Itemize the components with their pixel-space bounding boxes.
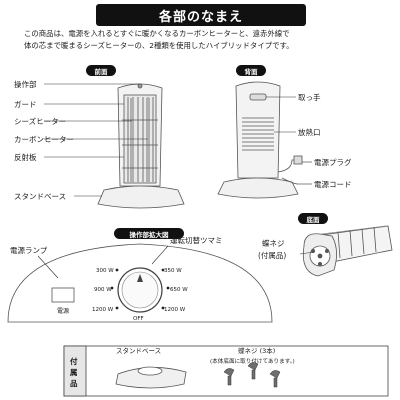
accessories-header-char-2: 属: [70, 368, 78, 377]
setting-right-1: 350 W: [164, 268, 182, 274]
accessory-screw-illustrations: [223, 362, 281, 388]
front-part-guard: ガード: [14, 99, 37, 109]
back-part-plug: 電源プラグ: [314, 157, 352, 167]
accessory-stand-illustration: [115, 366, 187, 389]
back-heater-illustration: [217, 81, 303, 199]
back-part-vent: 放熱口: [298, 127, 321, 137]
setting-right-2: 650 W: [170, 287, 188, 293]
accessories-header-char-1: 付: [70, 356, 78, 366]
accessories-header-cell: [63, 345, 87, 397]
setting-right-3: 1200 W: [164, 307, 186, 313]
front-heater-illustration: [97, 83, 185, 209]
bottom-view-illustration: [302, 225, 393, 277]
back-part-handle: 取っ手: [298, 92, 321, 102]
power-lamp-text: 電源: [57, 307, 69, 315]
accessory-stand-label: スタンドベース: [116, 346, 161, 355]
page-title: 各部のなまえ: [96, 4, 306, 26]
front-part-carbon-heater: カーボンヒーター: [14, 135, 74, 144]
bottom-view-label: 底面: [298, 213, 328, 224]
accessories-header-char-3: 品: [70, 379, 78, 388]
bottom-screw-note: (付属品): [258, 250, 286, 260]
setting-left-2: 900 W: [94, 287, 112, 293]
front-part-operation: 操作部: [14, 79, 37, 89]
front-part-stand-base: スタンドベース: [14, 192, 66, 201]
panel-closeup-label: 操作部拡大図: [114, 228, 184, 239]
intro-line-2: 体の芯まで暖まるシーズヒーターの、2種類を使用したハイブリッドタイプです。: [24, 41, 294, 50]
power-lamp-label: 電源ランプ: [10, 246, 48, 255]
front-view-label: 前面: [86, 65, 116, 76]
front-part-reflector: 反射板: [14, 152, 37, 162]
intro-text: この商品は、電源を入れるとすぐに暖かくなるカーボンヒーターと、遠赤外線で 体の芯…: [24, 28, 374, 52]
back-view-label: 背面: [236, 65, 266, 76]
power-lamp: [51, 287, 75, 303]
front-leader-lines: [44, 83, 148, 197]
front-part-sheathed-heater: シーズヒーター: [14, 116, 66, 126]
intro-line-1: この商品は、電源を入れるとすぐに暖かくなるカーボンヒーターと、遠赤外線で: [24, 29, 290, 38]
setting-off: OFF: [133, 316, 144, 322]
mode-knob[interactable]: [117, 267, 163, 313]
accessory-screw-note: (本体底面に取り付けてあります。): [210, 357, 295, 365]
back-part-cord: 電源コード: [314, 180, 352, 189]
accessory-screw-title: 蝶ネジ (3本): [238, 346, 275, 355]
bottom-screw-label: 蝶ネジ: [262, 238, 285, 248]
mode-knob-label: 運転切替ツマミ: [170, 235, 223, 245]
setting-left-1: 300 W: [96, 268, 114, 274]
knob-setting-markers: [110, 268, 170, 310]
back-leader-lines: [266, 96, 312, 185]
setting-left-3: 1200 W: [92, 307, 114, 313]
